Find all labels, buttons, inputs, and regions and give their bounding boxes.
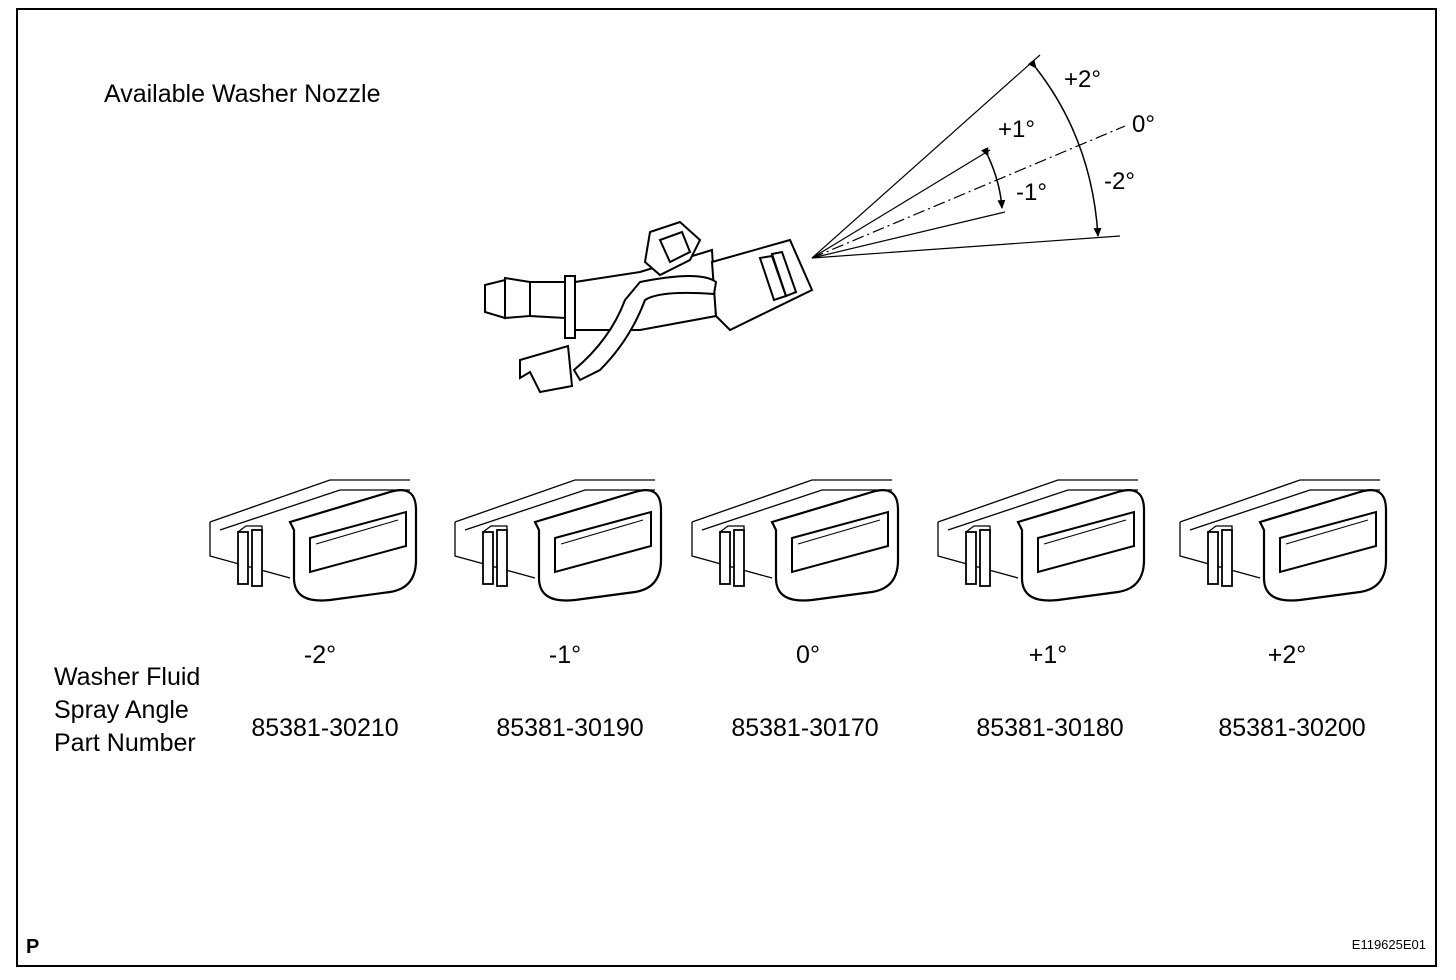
figure-frame	[16, 8, 1437, 967]
column-angle: +2°	[1267, 641, 1307, 669]
figure-code: E119625E01	[1351, 937, 1426, 952]
nozzle-end-minus1	[453, 478, 663, 602]
nozzle-end-minus2	[208, 478, 418, 602]
row-label-part-number: Part Number	[54, 729, 196, 757]
outer-angle-arc	[1027, 59, 1102, 237]
nozzle-end-plus2	[1178, 478, 1388, 602]
washer-nozzle-illustration	[484, 220, 814, 394]
figure-title: Available Washer Nozzle	[104, 80, 381, 108]
column-angle: 0°	[796, 641, 820, 669]
column-part-number: 85381-30210	[251, 714, 399, 742]
angle-label-minus2: -2°	[1104, 168, 1135, 195]
column-angle: -1°	[548, 641, 582, 669]
inner-angle-arc	[981, 147, 1006, 209]
row-label-washer-fluid: Washer Fluid	[54, 663, 201, 691]
column-part-number: 85381-30190	[496, 714, 644, 742]
nozzle-end-plus1	[936, 478, 1146, 602]
column-angle: +1°	[1028, 641, 1068, 669]
angle-label-plus1: +1°	[998, 116, 1035, 143]
column-part-number: 85381-30170	[731, 714, 879, 742]
column-part-number: 85381-30180	[976, 714, 1124, 742]
angle-label-zero: 0°	[1132, 111, 1155, 138]
row-label-spray-angle: Spray Angle	[54, 696, 189, 724]
angle-label-plus2: +2°	[1064, 66, 1101, 93]
corner-mark: P	[26, 936, 40, 958]
spray-fan	[811, 54, 1126, 259]
column-angle: -2°	[303, 641, 337, 669]
nozzle-end-zero	[690, 478, 900, 602]
column-part-number: 85381-30200	[1218, 714, 1366, 742]
angle-label-minus1: -1°	[1016, 179, 1047, 206]
